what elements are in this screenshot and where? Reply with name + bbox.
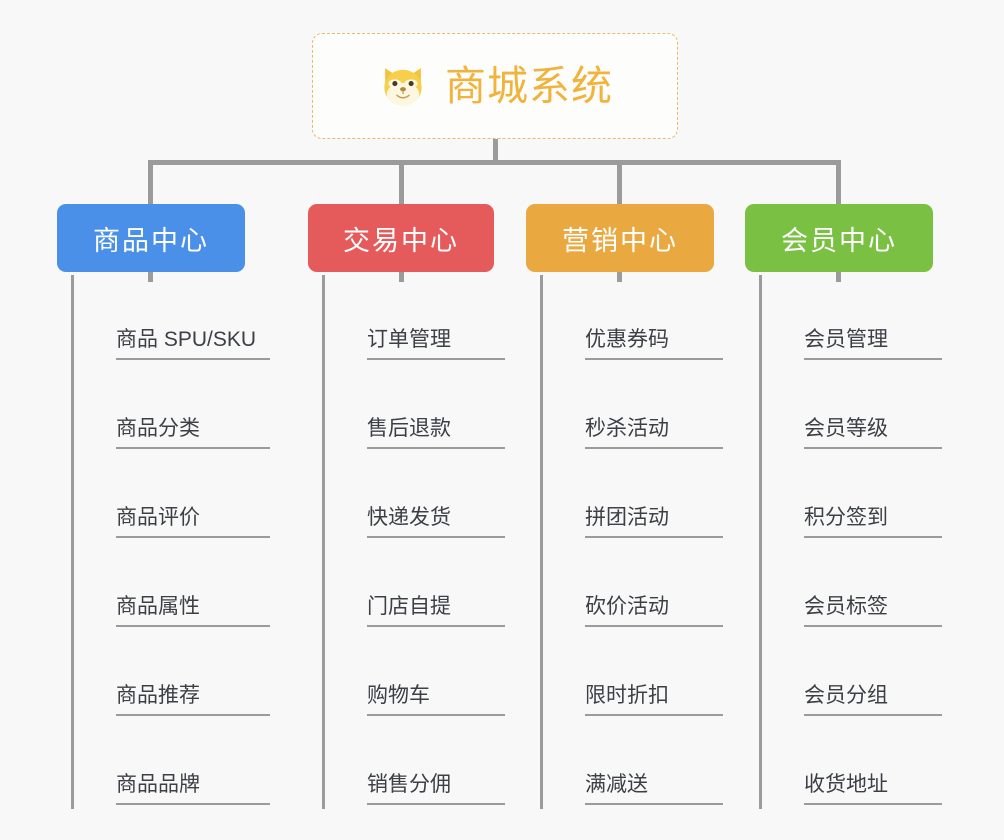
dog-face-icon xyxy=(377,60,429,112)
branch-item-list-3: 优惠券码 秒杀活动 拼团活动 砍价活动 限时折扣 满减送 xyxy=(540,275,749,809)
list-item-label: 购物车 xyxy=(367,684,505,716)
list-item-label: 优惠券码 xyxy=(585,328,723,360)
list-item-label: 秒杀活动 xyxy=(585,417,723,449)
list-item-label: 拼团活动 xyxy=(585,506,723,538)
list-item[interactable]: 满减送 xyxy=(559,720,749,809)
list-item-label: 销售分佣 xyxy=(367,773,505,805)
list-item[interactable]: 销售分佣 xyxy=(341,720,531,809)
list-item[interactable]: 积分签到 xyxy=(778,453,968,542)
branch-header-2[interactable]: 交易中心 xyxy=(308,204,494,272)
list-item-label: 商品品牌 xyxy=(116,773,270,805)
list-item[interactable]: 优惠券码 xyxy=(559,275,749,364)
list-item-label: 快递发货 xyxy=(367,506,505,538)
list-item[interactable]: 售后退款 xyxy=(341,364,531,453)
branch-item-list-2: 订单管理 售后退款 快递发货 门店自提 购物车 销售分佣 xyxy=(322,275,531,809)
list-item[interactable]: 会员标签 xyxy=(778,542,968,631)
list-item-label: 满减送 xyxy=(585,773,723,805)
root-node[interactable]: 商城系统 xyxy=(312,33,678,139)
list-item-label: 商品 SPU/SKU xyxy=(116,328,270,360)
branch-header-3[interactable]: 营销中心 xyxy=(526,204,714,272)
branch-column-4: 会员中心 会员管理 会员等级 积分签到 会员标签 会员分组 收货地址 xyxy=(745,204,965,809)
list-item-label: 订单管理 xyxy=(367,328,505,360)
connector-drop-会员中心 xyxy=(836,160,841,208)
branch-header-1[interactable]: 商品中心 xyxy=(57,204,245,272)
list-item[interactable]: 商品评价 xyxy=(90,453,280,542)
list-item[interactable]: 商品品牌 xyxy=(90,720,280,809)
list-item-label: 限时折扣 xyxy=(585,684,723,716)
list-item-label: 售后退款 xyxy=(367,417,505,449)
list-item[interactable]: 秒杀活动 xyxy=(559,364,749,453)
list-item[interactable]: 会员管理 xyxy=(778,275,968,364)
list-item-label: 砍价活动 xyxy=(585,595,723,627)
list-item-label: 收货地址 xyxy=(804,773,942,805)
list-item[interactable]: 商品 SPU/SKU xyxy=(90,275,280,364)
branch-item-list-1: 商品 SPU/SKU 商品分类 商品评价 商品属性 商品推荐 商品品牌 xyxy=(71,275,280,809)
branch-column-3: 营销中心 优惠券码 秒杀活动 拼团活动 砍价活动 限时折扣 满减送 xyxy=(526,204,746,809)
branch-column-2: 交易中心 订单管理 售后退款 快递发货 门店自提 购物车 销售分佣 xyxy=(308,204,528,809)
connector-horizontal-bus xyxy=(148,160,841,165)
list-item[interactable]: 商品属性 xyxy=(90,542,280,631)
list-item[interactable]: 门店自提 xyxy=(341,542,531,631)
list-item[interactable]: 限时折扣 xyxy=(559,631,749,720)
list-item[interactable]: 收货地址 xyxy=(778,720,968,809)
connector-drop-交易中心 xyxy=(399,160,404,208)
list-item-label: 会员标签 xyxy=(804,595,942,627)
list-item-label: 会员分组 xyxy=(804,684,942,716)
branch-header-4[interactable]: 会员中心 xyxy=(745,204,933,272)
connector-drop-营销中心 xyxy=(617,160,622,208)
list-item-label: 商品评价 xyxy=(116,506,270,538)
list-item[interactable]: 商品推荐 xyxy=(90,631,280,720)
root-title: 商城系统 xyxy=(445,62,613,109)
list-item[interactable]: 砍价活动 xyxy=(559,542,749,631)
list-item[interactable]: 购物车 xyxy=(341,631,531,720)
branch-column-1: 商品中心 商品 SPU/SKU 商品分类 商品评价 商品属性 商品推荐 商品品牌 xyxy=(57,204,277,809)
list-item-label: 商品属性 xyxy=(116,595,270,627)
list-item[interactable]: 商品分类 xyxy=(90,364,280,453)
connector-drop-商品中心 xyxy=(148,160,153,208)
connector-stub-会员中心 xyxy=(836,272,841,282)
connector-root-stem xyxy=(493,139,498,163)
branch-item-list-4: 会员管理 会员等级 积分签到 会员标签 会员分组 收货地址 xyxy=(759,275,968,809)
list-item-label: 积分签到 xyxy=(804,506,942,538)
connector-stub-交易中心 xyxy=(399,272,404,282)
list-item[interactable]: 会员分组 xyxy=(778,631,968,720)
list-item[interactable]: 会员等级 xyxy=(778,364,968,453)
connector-stub-营销中心 xyxy=(617,272,622,282)
list-item-label: 商品分类 xyxy=(116,417,270,449)
connector-stub-商品中心 xyxy=(148,272,153,282)
list-item[interactable]: 订单管理 xyxy=(341,275,531,364)
list-item-label: 商品推荐 xyxy=(116,684,270,716)
list-item-label: 门店自提 xyxy=(367,595,505,627)
list-item[interactable]: 拼团活动 xyxy=(559,453,749,542)
list-item-label: 会员管理 xyxy=(804,328,942,360)
list-item-label: 会员等级 xyxy=(804,417,942,449)
list-item[interactable]: 快递发货 xyxy=(341,453,531,542)
